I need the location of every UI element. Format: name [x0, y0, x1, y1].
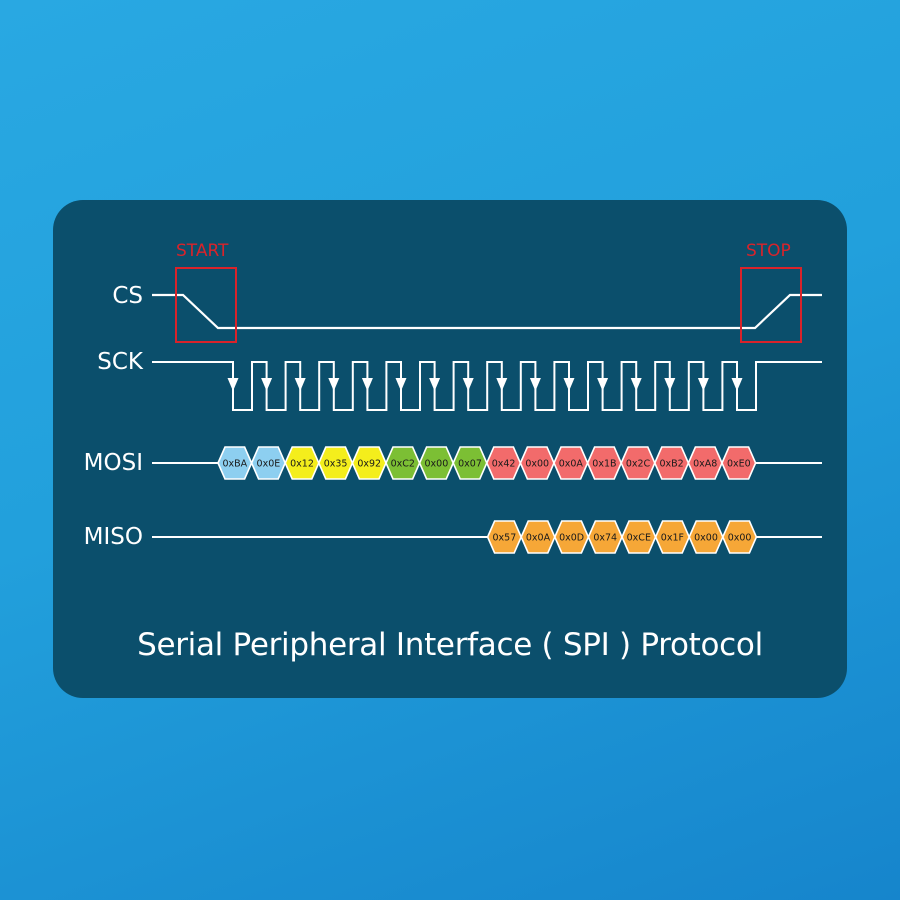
byte-value: 0x1F — [661, 533, 684, 544]
byte-cell — [721, 520, 758, 554]
cs-waveform — [152, 293, 822, 330]
clock-edge-arrow-icon — [294, 378, 306, 391]
byte-value: 0x0A — [559, 459, 584, 470]
start-box — [175, 267, 237, 343]
clock-edge-arrow-icon — [429, 378, 441, 391]
byte-value: 0xCE — [627, 533, 651, 544]
byte-value: 0x0D — [559, 533, 584, 544]
byte-value: 0x92 — [357, 459, 381, 470]
clock-edge-arrow-icon — [664, 378, 676, 391]
miso-label: MISO — [83, 524, 143, 550]
clock-edge-arrow-icon — [261, 378, 273, 391]
start-label: START — [176, 241, 229, 261]
clock-edge-arrow-icon — [462, 378, 474, 391]
byte-value: 0xB2 — [659, 459, 683, 470]
byte-value: 0x00 — [728, 533, 752, 544]
clock-edge-arrow-icon — [361, 378, 373, 391]
byte-value: 0x00 — [425, 459, 449, 470]
byte-value: 0x00 — [694, 533, 718, 544]
byte-value: 0x0A — [526, 533, 551, 544]
byte-value: 0x42 — [492, 459, 516, 470]
sck-label: SCK — [97, 349, 143, 375]
clock-edge-arrow-icon — [597, 378, 609, 391]
byte-cell — [721, 446, 757, 480]
stop-box — [740, 267, 802, 343]
miso-bytes: 0x57 0x0A 0x0D 0x74 0xCE 0x1F 0x00 0x00 — [486, 520, 758, 554]
byte-value: 0x2C — [626, 459, 651, 470]
byte-value: 0x07 — [458, 459, 482, 470]
byte-value: 0xC2 — [391, 459, 415, 470]
clock-edge-arrow-icon — [630, 378, 642, 391]
byte-value: 0xE0 — [727, 459, 751, 470]
clock-edge-arrow-icon — [563, 378, 575, 391]
clock-edge-arrow-icon — [395, 378, 407, 391]
stop-label: STOP — [746, 241, 791, 261]
clock-edge-arrow-icon — [697, 378, 709, 391]
sck-waveform — [152, 361, 822, 411]
clock-edge-arrow-icon — [328, 378, 340, 391]
byte-value: 0x12 — [290, 459, 314, 470]
byte-value: 0x35 — [324, 459, 348, 470]
byte-value: 0x00 — [525, 459, 549, 470]
byte-value: 0x74 — [593, 533, 617, 544]
cs-label: CS — [112, 283, 143, 309]
byte-value: 0xA8 — [693, 459, 717, 470]
byte-value: 0x1B — [592, 459, 616, 470]
mosi-label: MOSI — [83, 450, 143, 476]
mosi-bytes: 0xBA 0x0E 0x12 0x35 0x92 0xC2 0x00 0x07 0x42 0x00… — [217, 446, 757, 480]
clock-edge-arrow-icon — [529, 378, 541, 391]
byte-value: 0x57 — [493, 533, 517, 544]
byte-value: 0x0E — [257, 459, 281, 470]
clock-edge-arrow-icon — [731, 378, 743, 391]
clock-edge-arrow-icon — [227, 378, 239, 391]
diagram-title: Serial Peripheral Interface ( SPI ) Prot… — [137, 627, 763, 663]
byte-value: 0xBA — [222, 459, 247, 470]
clock-edge-arrow-icon — [496, 378, 508, 391]
